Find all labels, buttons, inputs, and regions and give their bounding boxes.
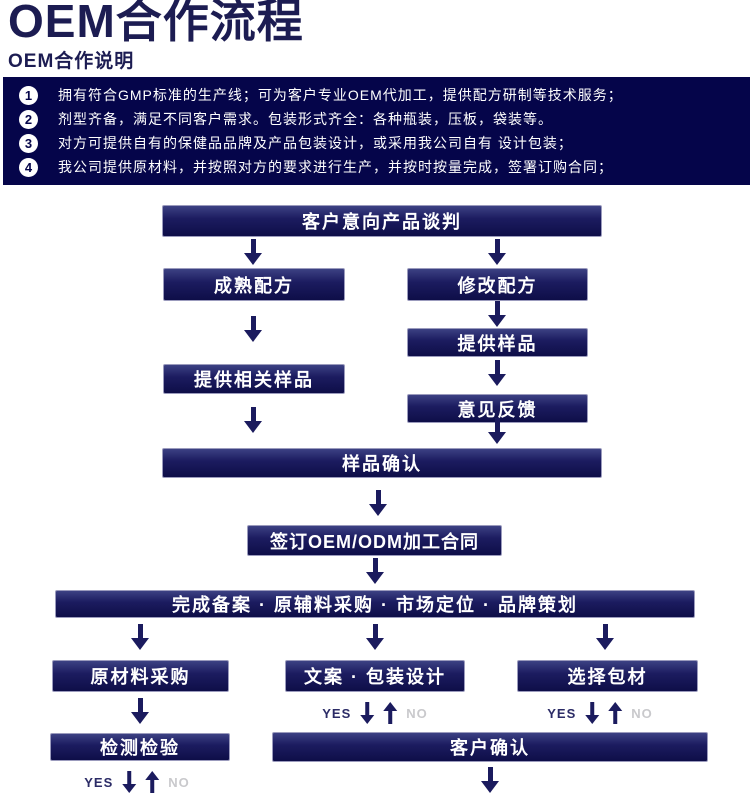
arrow-down-icon [488,239,506,265]
note-text: 拥有符合GMP标准的生产线；可为客户专业OEM代加工，提供配方研制等技术服务； [58,87,623,103]
flow-node-mature-formula: 成熟配方 [163,268,345,301]
flow-node-inspection-testing: 检测检验 [50,733,230,761]
no-label: NO [406,705,428,721]
arrow-down-icon [122,771,137,793]
arrow-down-icon [488,301,506,327]
note-text: 剂型齐备，满足不同客户需求。包装形式齐全：各种瓶装，压板，袋装等。 [58,111,553,127]
notes-banner: 1 拥有符合GMP标准的生产线；可为客户专业OEM代加工，提供配方研制等技术服务… [3,77,750,185]
arrow-down-icon [488,360,506,386]
flow-node-copywriting-package-design: 文案 · 包装设计 [285,660,465,692]
arrow-down-icon [360,702,375,724]
no-label: NO [631,705,653,721]
flow-node-provide-related-samples: 提供相关样品 [163,364,345,394]
yes-no-loop: YES NO [84,767,190,797]
flow-node-sign-oem-odm-contract: 签订OEM/ODM加工合同 [247,525,502,556]
arrow-down-icon [244,316,262,342]
arrow-up-icon [145,771,160,793]
yes-label: YES [84,774,114,790]
note-text: 对方可提供自有的保健品品牌及产品包装设计，或采用我公司自有 设计包装； [58,135,573,151]
note-number-badge: 4 [19,157,38,177]
arrow-down-icon [131,624,149,650]
note-number-badge: 3 [19,133,38,153]
flow-node-raw-material-purchase: 原材料采购 [52,660,229,692]
flow-node-provide-sample: 提供样品 [407,328,588,357]
flow-node-customer-intent-negotiation: 客户意向产品谈判 [162,205,602,237]
flow-node-sample-confirmation: 样品确认 [162,448,602,478]
arrow-down-icon [244,239,262,265]
arrow-down-icon [369,490,387,516]
arrow-down-icon [131,698,149,724]
arrow-down-icon [481,767,499,793]
arrow-down-icon [585,702,600,724]
arrow-up-icon [383,702,398,724]
yes-no-loop: YES NO [547,698,653,728]
arrow-up-icon [608,702,623,724]
flow-node-filing-procurement-positioning-branding: 完成备案 · 原辅料采购 · 市场定位 · 品牌策划 [55,590,695,618]
note-number-badge: 1 [19,85,38,105]
page-subtitle: OEM合作说明 [8,51,135,72]
note-item: 1 拥有符合GMP标准的生产线；可为客户专业OEM代加工，提供配方研制等技术服务… [19,85,740,105]
arrow-down-icon [596,624,614,650]
yes-label: YES [547,705,577,721]
arrow-down-icon [366,624,384,650]
note-number-badge: 2 [19,109,38,129]
yes-label: YES [322,705,352,721]
note-item: 4 我公司提供原材料，并按照对方的要求进行生产，并按时按量完成，签署订购合同； [19,157,740,177]
arrow-down-icon [488,418,506,444]
note-item: 2 剂型齐备，满足不同客户需求。包装形式齐全：各种瓶装，压板，袋装等。 [19,109,740,129]
note-item: 3 对方可提供自有的保健品品牌及产品包装设计，或采用我公司自有 设计包装； [19,133,740,153]
flow-node-modify-formula: 修改配方 [407,268,588,301]
note-text: 我公司提供原材料，并按照对方的要求进行生产，并按时按量完成，签署订购合同； [58,159,613,175]
arrow-down-icon [366,558,384,584]
yes-no-loop: YES NO [322,698,428,728]
flow-node-select-packaging-material: 选择包材 [517,660,698,692]
flow-node-customer-confirmation: 客户确认 [272,732,708,762]
arrow-down-icon [244,407,262,433]
page-title: OEM合作流程 [8,0,304,47]
no-label: NO [168,774,190,790]
